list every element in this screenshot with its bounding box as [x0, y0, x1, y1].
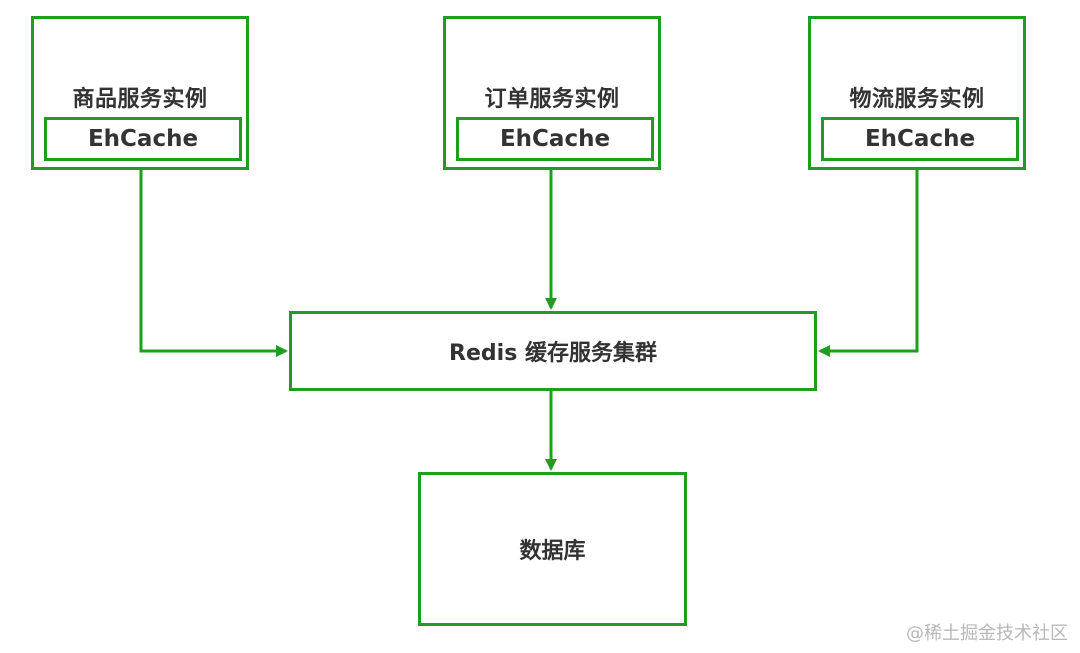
product-service-title: 商品服务实例 [72, 87, 208, 112]
arrow-logistics-to-redis [818, 170, 919, 357]
order-ehcache-box: EhCache [456, 117, 654, 161]
logistics-service-title: 物流服务实例 [849, 87, 985, 112]
arrow-product-to-redis [139, 170, 288, 357]
redis-cluster-box: Redis 缓存服务集群 [289, 311, 817, 391]
product-ehcache-box: EhCache [44, 117, 242, 161]
order-service-title: 订单服务实例 [484, 87, 620, 112]
order-service-box: 订单服务实例 EhCache [443, 16, 661, 170]
logistics-ehcache-box: EhCache [821, 117, 1019, 161]
database-label: 数据库 [519, 539, 586, 564]
product-service-box: 商品服务实例 EhCache [31, 16, 249, 170]
logistics-service-box: 物流服务实例 EhCache [808, 16, 1026, 170]
redis-cluster-label: Redis 缓存服务集群 [449, 341, 657, 366]
watermark-text: @稀土掘金技术社区 [906, 623, 1068, 644]
database-box: 数据库 [418, 472, 687, 626]
